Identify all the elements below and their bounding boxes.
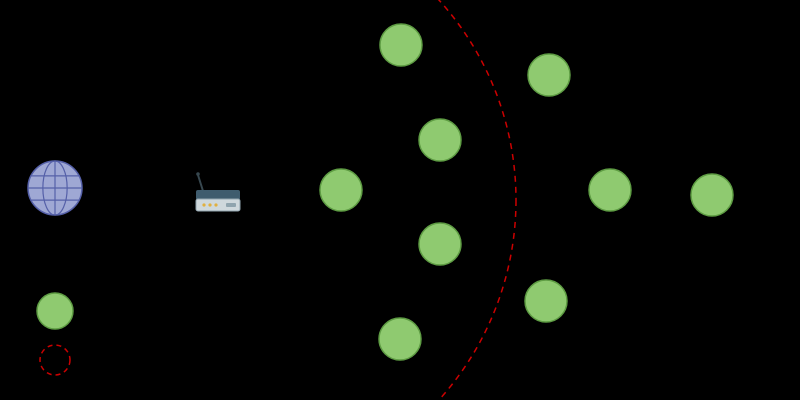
router-antenna [197, 174, 204, 192]
router-port [226, 203, 236, 207]
legend-node-icon [36, 292, 74, 330]
router-led [208, 203, 212, 207]
router-range-arc [437, 0, 517, 400]
range-boundary-circle [437, 0, 517, 400]
node-circle [319, 168, 363, 212]
router-icon [195, 172, 241, 212]
node-circle [379, 23, 423, 67]
node-circle [588, 168, 632, 212]
router-body-top [196, 190, 240, 200]
router-led [214, 203, 218, 207]
legend-range-icon [39, 344, 71, 376]
internet-globe-icon [27, 160, 83, 216]
node-circle [527, 53, 571, 97]
node-circle [690, 173, 734, 217]
node-circle [418, 222, 462, 266]
router-body-bottom [195, 198, 241, 212]
router-antenna-tip [196, 172, 200, 176]
legend [36, 292, 74, 376]
node-circle [524, 279, 568, 323]
node-circle [418, 118, 462, 162]
router-led [202, 203, 206, 207]
node-circle [378, 317, 422, 361]
node-group [319, 23, 734, 361]
